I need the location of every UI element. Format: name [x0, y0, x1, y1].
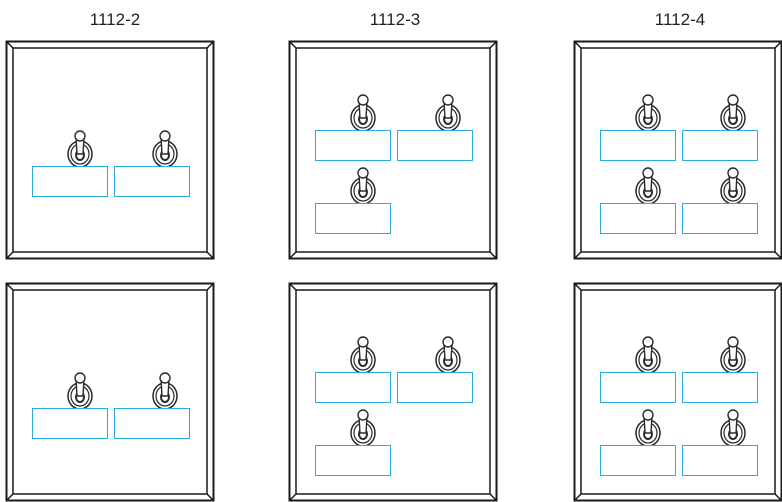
toggle-switch-icon	[348, 165, 378, 205]
switch-label-box	[600, 372, 676, 403]
switch-label-box	[600, 445, 676, 476]
switch-label-box	[682, 130, 758, 161]
toggle-switch-icon	[150, 370, 180, 410]
toggle-switch-icon	[433, 92, 463, 132]
switch-label-box	[682, 203, 758, 234]
column-label-1112-2: 1112-2	[89, 10, 141, 29]
switch-label-box	[315, 372, 391, 403]
switch-label-box	[32, 166, 108, 197]
toggle-switch-icon	[65, 128, 95, 168]
switch-plate-1112-3-row-2	[288, 282, 498, 502]
switch-label-box	[682, 445, 758, 476]
column-label-1112-3: 1112-3	[369, 10, 421, 29]
toggle-switch-icon	[718, 92, 748, 132]
column-label-1112-4: 1112-4	[654, 10, 706, 29]
switch-label-box	[114, 408, 190, 439]
toggle-switch-icon	[718, 334, 748, 374]
switch-label-box	[682, 372, 758, 403]
switch-label-box	[315, 130, 391, 161]
toggle-switch-icon	[718, 165, 748, 205]
switch-plate-1112-4-row-1	[573, 40, 782, 260]
switch-plate-1112-4-row-2	[573, 282, 782, 502]
toggle-switch-icon	[633, 334, 663, 374]
switch-plate-1112-3-row-1	[288, 40, 498, 260]
switch-label-box	[600, 130, 676, 161]
toggle-switch-icon	[433, 334, 463, 374]
toggle-switch-icon	[150, 128, 180, 168]
toggle-switch-icon	[65, 370, 95, 410]
toggle-switch-icon	[348, 92, 378, 132]
toggle-switch-icon	[348, 407, 378, 447]
switch-label-box	[32, 408, 108, 439]
switch-label-box	[600, 203, 676, 234]
switch-label-box	[397, 372, 473, 403]
switch-plate-1112-2-row-2	[5, 282, 215, 502]
switch-plate-1112-2-row-1	[5, 40, 215, 260]
switch-label-box	[397, 130, 473, 161]
toggle-switch-icon	[633, 92, 663, 132]
switch-label-box	[315, 203, 391, 234]
toggle-switch-icon	[718, 407, 748, 447]
toggle-switch-icon	[633, 165, 663, 205]
toggle-switch-icon	[348, 334, 378, 374]
switch-label-box	[315, 445, 391, 476]
switch-label-box	[114, 166, 190, 197]
toggle-switch-icon	[633, 407, 663, 447]
